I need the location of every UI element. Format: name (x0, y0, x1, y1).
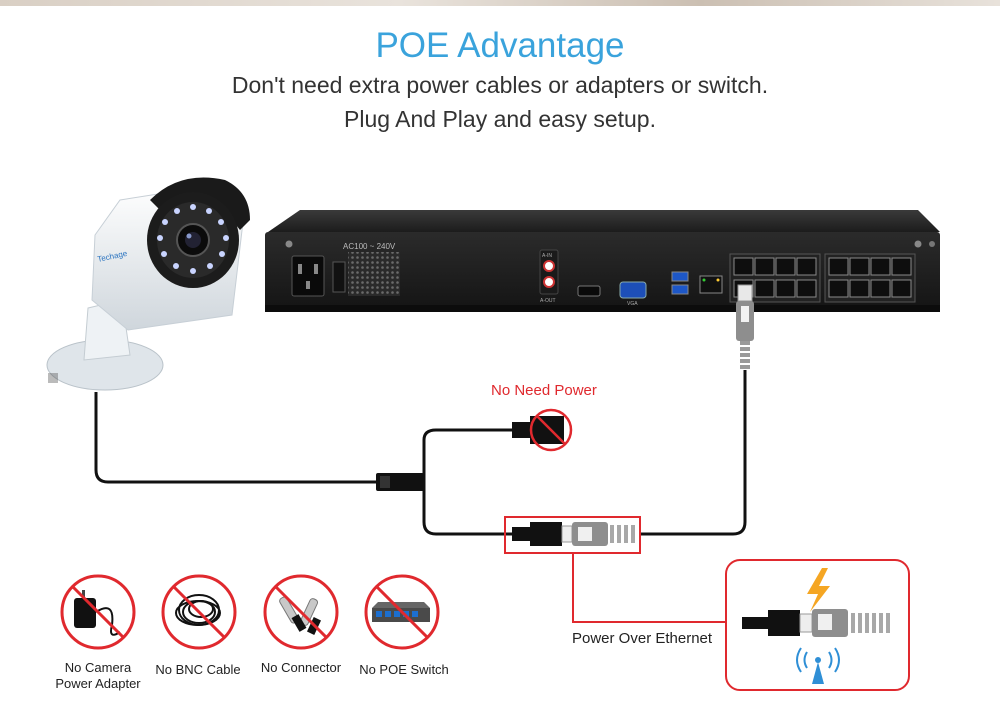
usb-port-2 (671, 284, 689, 295)
bnc-cable-icon (175, 594, 221, 626)
caption-no-connector: No Connector (251, 660, 351, 676)
subtitle-line-1: Don't need extra power cables or adapter… (231, 72, 769, 98)
caption-no-power-adapter: No Camera Power Adapter (48, 660, 148, 692)
camera-cable (94, 392, 378, 484)
fan-vent (348, 252, 400, 296)
power-switch (332, 261, 346, 293)
caption-line: No POE Switch (359, 662, 449, 677)
network-cables (94, 370, 747, 536)
bullet-camera: Techage (46, 177, 250, 391)
usb-port-1 (671, 271, 689, 282)
nvr-ethernet-plug (736, 284, 754, 369)
no-power-icon (529, 408, 573, 452)
ethernet-coupler (512, 522, 635, 546)
lan-port (699, 275, 723, 294)
vga-port (619, 281, 647, 299)
audio-in-jack (543, 260, 555, 272)
nvr-voltage-label: AC100 ~ 240V (343, 242, 396, 251)
power-split-cable (422, 428, 515, 482)
caption-line: Power Adapter (55, 676, 141, 691)
no-poe-switch-item (364, 574, 440, 650)
caption-line: No Connector (260, 660, 342, 675)
wifi-signal-icon (796, 647, 840, 684)
zoom-ethernet-connector (742, 609, 890, 637)
caption-no-bnc-cable: No BNC Cable (148, 662, 248, 678)
vga-label: VGA (627, 301, 638, 307)
nvr-top-panel (268, 210, 940, 232)
caption-no-poe-switch: No POE Switch (352, 662, 456, 678)
no-connector-item (263, 574, 339, 650)
power-socket (291, 255, 325, 297)
subtitle-line-2: Plug And Play and easy setup. (344, 106, 656, 132)
nvr-cable (640, 370, 747, 536)
lightning-icon (807, 568, 830, 612)
audio-in-label: A-IN (542, 253, 552, 259)
caption-line: No Camera (64, 660, 132, 675)
audio-out-jack (543, 276, 555, 288)
top-decor-strip (0, 0, 1000, 6)
page-title: POE Advantage (375, 26, 625, 65)
ethernet-split-cable (422, 482, 512, 536)
power-over-ethernet-label: Power Over Ethernet (572, 630, 713, 647)
dc-power-plug (512, 416, 564, 444)
audio-out-label: A-OUT (540, 298, 556, 304)
no-power-adapter-item (60, 574, 136, 650)
power-adapter-icon (74, 598, 96, 628)
hdmi-port (577, 285, 601, 297)
caption-line: No BNC Cable (155, 662, 241, 677)
no-bnc-cable-item (161, 574, 237, 650)
callout-line (572, 553, 725, 623)
nvr-recorder: AC100 ~ 240V A-IN A-OUT VGA (265, 210, 940, 312)
no-need-power-label: No Need Power (491, 382, 597, 399)
poe-port-bank (729, 253, 916, 303)
